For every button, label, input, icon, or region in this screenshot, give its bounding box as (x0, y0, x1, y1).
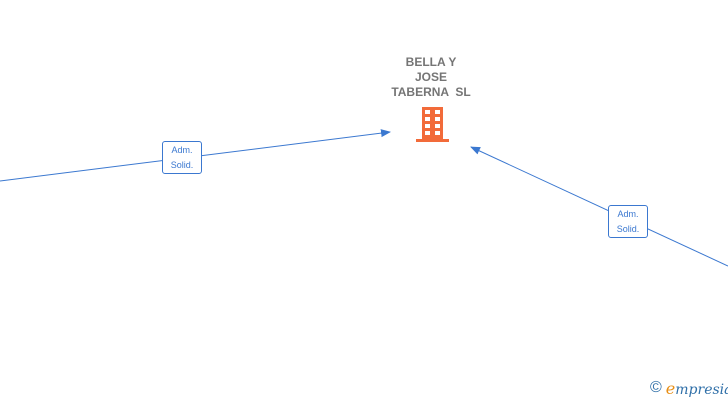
company-name-line-1: BELLA Y (405, 55, 457, 69)
company-name[interactable]: BELLA Y JOSE TABERNA SL (370, 55, 492, 100)
building-icon[interactable] (416, 107, 449, 142)
brand-logo-initial: e (665, 378, 676, 398)
brand-watermark[interactable]: © empresia (650, 378, 728, 398)
relation-label-left[interactable]: Adm. Solid. (162, 141, 202, 174)
relation-role: Adm. (617, 209, 639, 219)
relation-role-type: Solid. (616, 224, 640, 234)
copyright-icon: © (650, 379, 662, 396)
company-name-line-3: TABERNA SL (391, 85, 471, 99)
brand-logo: empresia (666, 379, 728, 398)
company-name-line-2: JOSE (414, 70, 447, 84)
brand-logo-rest: mpresia (675, 381, 728, 398)
relation-role-type: Solid. (170, 160, 194, 170)
relation-role: Adm. (171, 145, 193, 155)
relation-label-right[interactable]: Adm. Solid. (608, 205, 648, 238)
edge-right (470, 146, 728, 267)
